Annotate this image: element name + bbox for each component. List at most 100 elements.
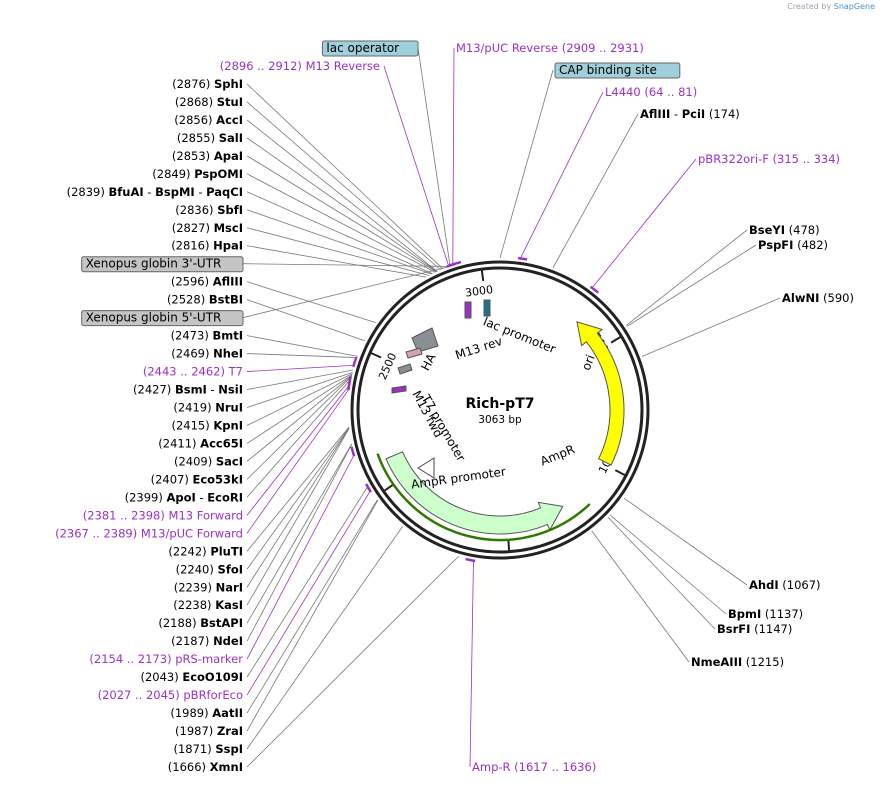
label-text: pBR322ori-F (315 .. 334) <box>698 152 840 166</box>
tick-mark <box>507 539 511 552</box>
label-text: (2868) StuI <box>175 95 243 109</box>
label-part: NmeAIII <box>691 655 742 669</box>
primer-site-mark <box>365 483 372 493</box>
label-enzyme-sbfi: (2836) SbfI <box>175 203 243 217</box>
label-primer-pbr322ori-f: pBR322ori-F (315 .. 334) <box>698 152 840 166</box>
label-text: (2839) BfuAI - BspMI - PaqCI <box>67 185 243 199</box>
tick-mark <box>480 269 485 282</box>
label-part: BspMI <box>155 185 195 199</box>
label-part: PaqCI <box>206 185 243 199</box>
label-primer-m13-forward: (2381 .. 2398) M13 Forward <box>83 508 243 522</box>
label-part: (2473) <box>171 329 213 343</box>
primer-site-mark <box>518 256 528 261</box>
label-feature-lac-operator: lac operator <box>321 40 419 57</box>
label-text: (2443 .. 2462) T7 <box>143 365 243 379</box>
label-text: (2238) KasI <box>173 598 243 612</box>
label-enzyme-nari: (2239) NarI <box>174 580 243 594</box>
label-enzyme-afliii: AflIII - PciI (174) <box>640 107 740 121</box>
feature-text: CAP binding site <box>559 63 657 77</box>
leader-line <box>246 485 369 678</box>
label-enzyme-bfuai: (2839) BfuAI - BspMI - PaqCI <box>67 185 243 199</box>
label-part: (2876) <box>172 77 214 91</box>
label-part: (1617 .. 1636) <box>514 760 596 774</box>
label-part: - <box>195 185 206 199</box>
label-part: (2855) <box>177 131 219 145</box>
label-text: (2876) SphI <box>172 77 243 91</box>
label-text: (2419) NruI <box>173 401 243 415</box>
label-text: PspFI (482) <box>758 238 828 252</box>
label-enzyme-stui: (2868) StuI <box>175 95 243 109</box>
label-text: (2411) Acc65I <box>158 436 243 450</box>
label-text: (2849) PspOMI <box>152 167 243 181</box>
inner-label-ampr: AmpR <box>538 442 576 468</box>
label-part: HpaI <box>213 239 243 253</box>
label-text: (2816) HpaI <box>171 239 243 253</box>
primer-site-mark <box>347 376 352 391</box>
label-part: M13/pUC Forward <box>141 526 243 540</box>
label-part: (482) <box>793 238 828 252</box>
leader-line <box>246 281 376 323</box>
label-part: BsmI <box>175 383 207 397</box>
leader-line <box>246 191 433 275</box>
leader-line <box>246 489 372 696</box>
label-text: (2187) NdeI <box>171 634 243 648</box>
label-text: BseYI (478) <box>749 223 820 237</box>
label-text: (2154 .. 2173) pRS-marker <box>89 652 243 666</box>
leader-line <box>242 263 451 267</box>
leader-line <box>246 427 350 588</box>
label-part: (1989) <box>170 706 212 720</box>
label-text: (2855) SalI <box>177 131 243 145</box>
label-part: (1987) <box>175 724 217 738</box>
leader-line <box>246 209 432 275</box>
feature-box <box>81 256 244 273</box>
label-enzyme-saci: (2409) SacI <box>174 454 243 468</box>
leader-line <box>246 173 436 273</box>
feature-box <box>321 40 419 57</box>
leader-line <box>246 378 352 498</box>
label-part: - <box>144 185 155 199</box>
primer-site-mark <box>350 446 356 457</box>
label-part: NruI <box>215 401 243 415</box>
leader-line <box>499 69 554 259</box>
leader-line <box>452 47 455 266</box>
label-part: (1147) <box>750 622 792 636</box>
label-part: SphI <box>214 77 243 91</box>
leader-line <box>609 514 727 615</box>
label-part: (2415) <box>171 418 213 432</box>
label-text: AflIII - PciI (174) <box>640 107 740 121</box>
leader-line <box>246 119 438 272</box>
label-part: (2409) <box>174 454 216 468</box>
label-text: (1871) SspI <box>173 742 243 756</box>
label-part: pBR322ori-F <box>698 152 773 166</box>
t7-promoter-arrow <box>411 327 439 353</box>
label-enzyme-hpai: (2816) HpaI <box>171 239 243 253</box>
label-part: pBRforEco <box>183 688 243 702</box>
label-part: - <box>207 383 218 397</box>
leader-line <box>246 245 427 278</box>
leader-line <box>469 559 474 768</box>
label-part: (2528) <box>167 293 209 307</box>
label-enzyme-ahdi: AhdI (1067) <box>749 578 821 592</box>
leader-line <box>246 299 365 342</box>
label-part: M13/pUC Reverse <box>456 41 562 55</box>
label-text: Amp-R (1617 .. 1636) <box>472 760 596 774</box>
label-part: PluTI <box>210 544 243 558</box>
label-enzyme-sspi: (1871) SspI <box>173 742 243 756</box>
label-part: BpmI <box>728 607 761 621</box>
label-part: Acc65I <box>200 436 243 450</box>
label-part: (2043) <box>140 670 182 684</box>
leader-line <box>246 372 353 408</box>
label-part: (2188) <box>158 616 200 630</box>
label-part: BstBI <box>209 293 243 307</box>
label-part: NsiI <box>218 383 243 397</box>
label-text: (2381 .. 2398) M13 Forward <box>83 508 243 522</box>
label-part: (2909 .. 2931) <box>562 41 644 55</box>
label-enzyme-pluti: (2242) PluTI <box>168 544 243 558</box>
label-primer-t7: (2443 .. 2462) T7 <box>143 365 243 379</box>
label-part: PspFI <box>758 238 793 252</box>
label-part: BfuAI <box>109 185 144 199</box>
label-text: (2596) AflIII <box>171 275 243 289</box>
label-primer-prs-marker: (2154 .. 2173) pRS-marker <box>89 652 243 666</box>
tick-mark <box>383 483 395 493</box>
